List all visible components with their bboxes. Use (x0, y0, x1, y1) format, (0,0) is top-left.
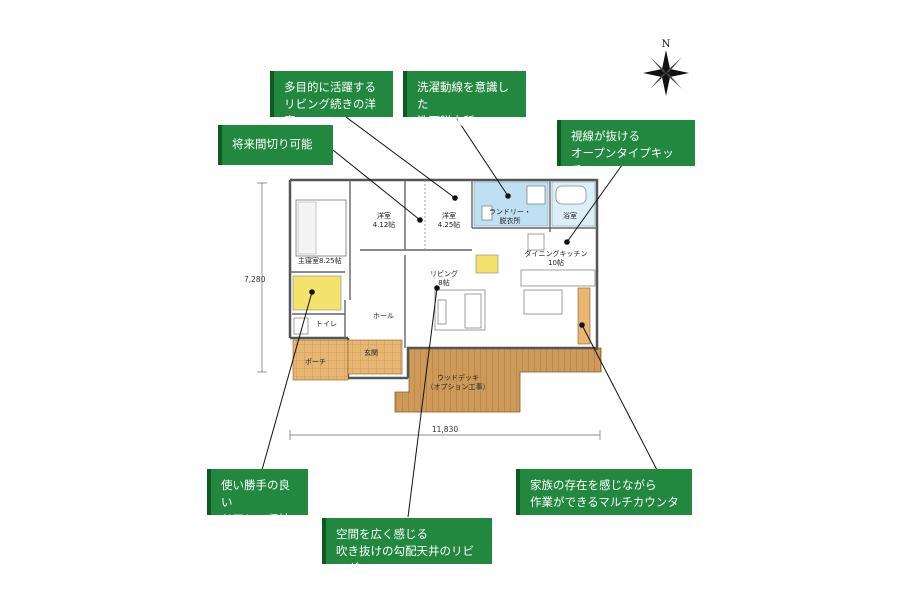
washbasin-icon (481, 205, 493, 221)
callout-laundry: 洗濯動線を意識した 洗面脱衣所 (403, 71, 526, 128)
callout-open-kitchen: 視線が抜ける オープンタイプキッチン (557, 120, 695, 177)
compass-rose-icon (643, 50, 689, 96)
pillow-icon (297, 201, 317, 255)
room-laundry: ランドリー・脱衣所 (489, 208, 531, 225)
room-wood-deck: ウッドデッキ（オプション工事） (427, 373, 490, 391)
room-porch: ポーチ (305, 358, 326, 366)
leader-lines (261, 115, 658, 518)
porch-floor (292, 339, 349, 381)
callout-future-partition: 将来間切り可能 (218, 125, 333, 165)
living-furniture-area (434, 289, 486, 331)
kitchen-counter (520, 269, 596, 287)
dimension-vertical (257, 182, 267, 373)
interior-walls (290, 180, 597, 348)
sofa-icon (464, 293, 482, 329)
callout-western-room: 多目的に活躍する リビング続きの洋室 (270, 71, 393, 128)
wood-deck (394, 347, 602, 413)
compass-north-label: N (662, 39, 671, 50)
multi-counter (577, 287, 591, 345)
dimension-width: 11,830 (432, 425, 458, 434)
dimension-horizontal (289, 430, 601, 440)
callout-living-ceiling: 空間を広く感じる 吹き抜けの勾配天井のリビング (322, 518, 492, 575)
room-hall: ホール (373, 312, 394, 320)
room-entrance: 玄関 (364, 348, 378, 357)
fridge-icon (527, 233, 545, 251)
dimension-depth: 7,280 (244, 275, 266, 284)
exterior-walls (288, 178, 599, 380)
callout-multi-counter: 家族の存在を感じながら 作業ができるマルチカウンター (516, 469, 692, 526)
leader-dots (309, 193, 585, 328)
entrance-floor (347, 339, 403, 375)
room-master-bedroom: 主寝室8.25帖 (298, 256, 342, 265)
washing-machine-icon (526, 185, 546, 205)
dining-table-icon (523, 289, 563, 315)
doorless-storage (292, 275, 342, 311)
toilet-icon (293, 317, 309, 335)
bathtub-icon (555, 185, 587, 205)
room-toilet: トイレ (316, 320, 337, 328)
callout-doorless-storage: 使い勝手の良い ドアレス収納 (207, 469, 308, 526)
room-bath: 浴室 (563, 211, 577, 220)
closet (475, 254, 499, 274)
tv-board-icon (437, 299, 447, 325)
